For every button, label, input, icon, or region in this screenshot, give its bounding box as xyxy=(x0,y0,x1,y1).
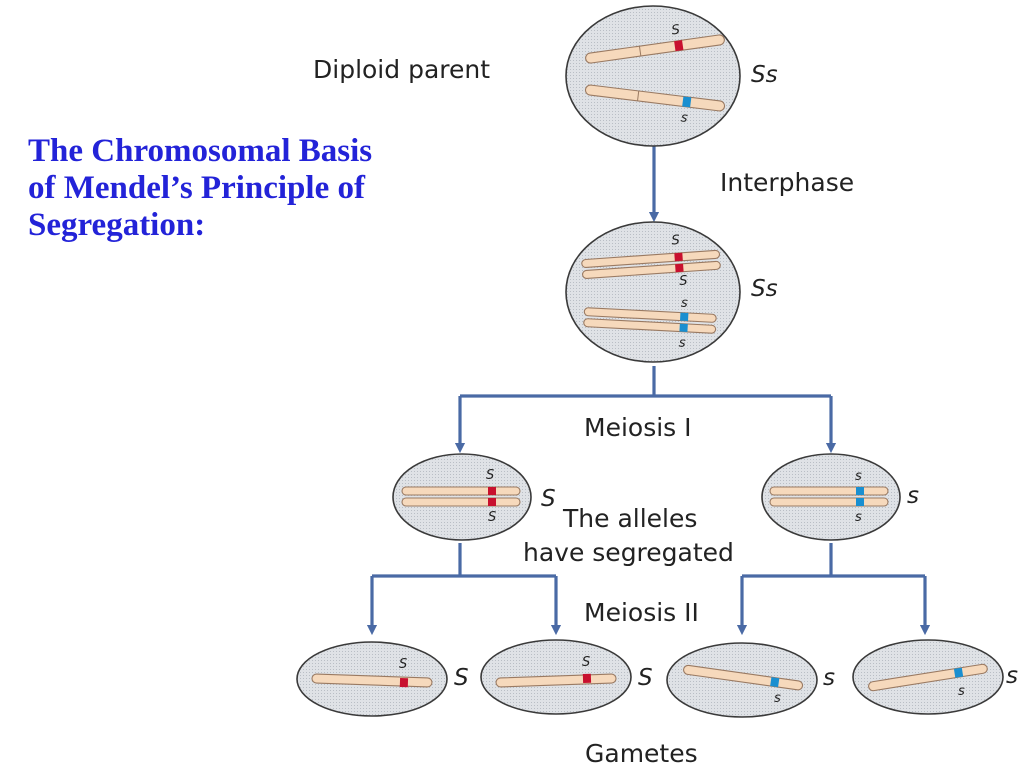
title-line-2: of Mendel’s Principle of xyxy=(28,170,365,206)
chromosome-recessive: s xyxy=(584,84,726,126)
allele-label: S xyxy=(582,655,590,670)
chromosome-dominant: S xyxy=(585,22,725,64)
label-meiosis-2: Meiosis II xyxy=(584,598,699,627)
label-meiosis-1: Meiosis I xyxy=(584,413,692,442)
genotype-gamete-4: s xyxy=(1006,663,1018,689)
band-recessive xyxy=(682,96,692,108)
label-gametes: Gametes xyxy=(585,739,698,768)
meiosis1-left-cell: S S xyxy=(392,453,532,541)
genotype-gamete-3: s xyxy=(823,665,835,691)
label-alleles-line-1: The alleles xyxy=(562,504,697,533)
interphase-cell: S S s s xyxy=(565,221,741,363)
meiosis2-left-branch xyxy=(372,543,556,578)
label-interphase: Interphase xyxy=(720,168,854,197)
title-line-3: Segregation: xyxy=(28,207,206,243)
diploid-parent-cell: S s xyxy=(565,5,741,147)
slide-title: The Chromosomal Basis of Mendel’s Princi… xyxy=(28,133,458,244)
allele-label: s xyxy=(680,110,689,126)
meiosis1-branch xyxy=(460,366,831,398)
gamete-cell-1: S xyxy=(296,641,448,717)
label-diploid-parent: Diploid parent xyxy=(313,55,490,84)
meiosis2-right-branch xyxy=(742,543,925,578)
gamete-cell-3: s xyxy=(666,642,818,718)
gamete-cell-4: s xyxy=(852,639,1004,715)
gamete-cell-2: S xyxy=(480,639,632,715)
allele-label: S xyxy=(671,22,681,38)
allele-label: s xyxy=(958,684,965,699)
allele-label: s xyxy=(855,469,862,484)
label-alleles-line-2: have segregated xyxy=(523,538,734,567)
band-dominant xyxy=(674,40,684,52)
allele-label: S xyxy=(679,273,688,289)
duplicated-chromosome-recessive: s s xyxy=(583,296,717,351)
duplicated-chromosome-dominant: S S xyxy=(581,233,721,289)
genotype-gamete-1: S xyxy=(454,665,469,691)
genotype-meiosis1-right: s xyxy=(907,483,919,509)
allele-label: s xyxy=(678,336,686,351)
allele-label: s xyxy=(774,691,781,706)
meiosis1-right-cell: s s xyxy=(761,453,901,541)
genotype-gamete-2: S xyxy=(638,665,653,691)
allele-label: s xyxy=(681,296,689,311)
allele-label: s xyxy=(855,510,862,525)
allele-label: S xyxy=(671,233,680,249)
connector-arrows xyxy=(366,145,931,636)
allele-label: S xyxy=(486,468,494,483)
allele-label: S xyxy=(488,510,496,525)
allele-label: S xyxy=(399,657,407,672)
genotype-interphase: Ss xyxy=(751,276,778,302)
genotype-meiosis1-left: S xyxy=(541,486,556,512)
title-line-1: The Chromosomal Basis xyxy=(28,133,373,169)
genotype-parent: Ss xyxy=(751,62,778,88)
